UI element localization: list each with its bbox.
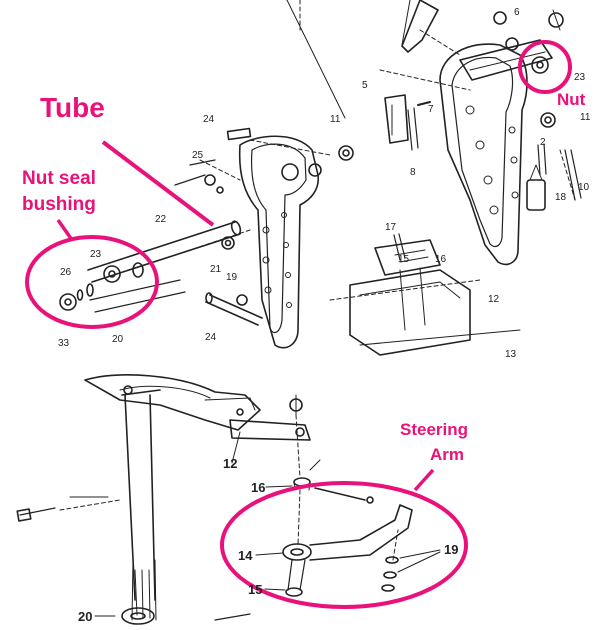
part-label: 18 bbox=[555, 192, 567, 203]
line-art bbox=[16, 0, 582, 625]
steering-arm-pointer bbox=[413, 468, 435, 492]
part-label: 17 bbox=[385, 222, 397, 233]
part-label: 15 bbox=[248, 582, 262, 597]
nut-seal-pointer bbox=[56, 218, 74, 242]
nut-seal-bushing-label-line2: bushing bbox=[22, 194, 96, 215]
steering-arm-ellipse bbox=[220, 481, 468, 609]
part-label: 22 bbox=[155, 214, 167, 225]
part-label: 26 bbox=[60, 267, 72, 278]
part-label: 23 bbox=[90, 249, 102, 260]
part-label: 23 bbox=[574, 72, 586, 83]
part-label: 24 bbox=[205, 332, 217, 343]
steering-arm-label-line2: Arm bbox=[430, 445, 465, 464]
part-label: 20 bbox=[78, 609, 92, 624]
steering-arm-label-line1: Steering bbox=[400, 420, 469, 439]
tube-label: Tube bbox=[40, 92, 105, 123]
nut-label: Nut bbox=[557, 90, 586, 109]
part-label: 12 bbox=[223, 456, 237, 471]
part-label: 19 bbox=[444, 542, 458, 557]
part-label: 16 bbox=[435, 254, 447, 265]
part-label: 20 bbox=[112, 334, 124, 345]
part-label: 13 bbox=[505, 349, 517, 360]
part-label: 5 bbox=[362, 80, 368, 91]
part-label: 33 bbox=[58, 338, 70, 349]
part-label: 10 bbox=[578, 182, 590, 193]
part-label: 14 bbox=[238, 548, 253, 563]
part-label: 21 bbox=[210, 264, 222, 275]
part-label: 19 bbox=[226, 272, 238, 283]
part-label: 24 bbox=[203, 114, 215, 125]
part-label: 2 bbox=[540, 137, 546, 148]
part-label: 12 bbox=[488, 294, 500, 305]
part-label: 11 bbox=[580, 112, 591, 123]
part-label: 15 bbox=[398, 254, 410, 265]
part-label: 8 bbox=[410, 167, 416, 178]
part-label: 11 bbox=[330, 114, 341, 125]
annotation-shapes bbox=[25, 40, 572, 609]
part-number-labels: 24 11 5 7 8 6 23 11 2 18 10 25 22 23 26 … bbox=[58, 7, 591, 624]
nut-seal-bushing-circle bbox=[25, 235, 159, 329]
part-label: 25 bbox=[192, 150, 204, 161]
tube-pointer bbox=[101, 140, 215, 227]
nut-seal-bushing-label-line1: Nut seal bbox=[22, 168, 96, 189]
part-label: 7 bbox=[428, 104, 434, 115]
nut-circle bbox=[518, 40, 572, 94]
part-label: 6 bbox=[514, 7, 520, 18]
part-label: 16 bbox=[251, 480, 265, 495]
